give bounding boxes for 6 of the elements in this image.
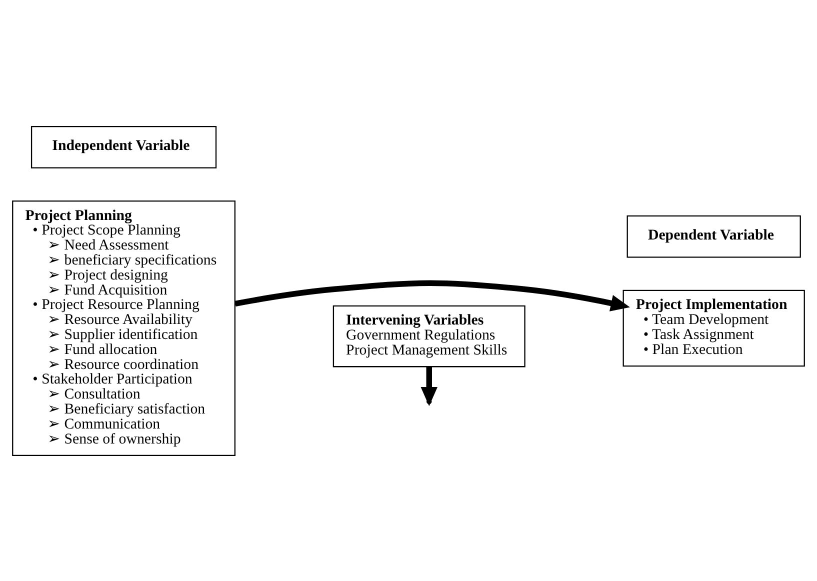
node-box: Dependent Variable [626, 214, 801, 258]
node-box: Project Implementation • Team Development • Task Assignment • Plan Execution [622, 289, 805, 366]
node-box: Independent Variable [30, 126, 217, 168]
node-box: Project Planning • Project Scope Planning ➢ Need Assessment ➢ beneficiary specifications ➢ Project designing ➢ Fund Acquisition • Project Resource Planning ➢ Resource Availability ➢ Supplier identification ➢ Fund allocation ➢ Resource coordination • Stakeholder Participation ➢ Consultation ➢ Beneficiary satisfaction ➢ Communication ➢ Sense of ownership [12, 200, 236, 456]
node-box: Intervening Variables Government Regulations Project Management Skills [332, 304, 526, 367]
arrow [234, 280, 630, 311]
